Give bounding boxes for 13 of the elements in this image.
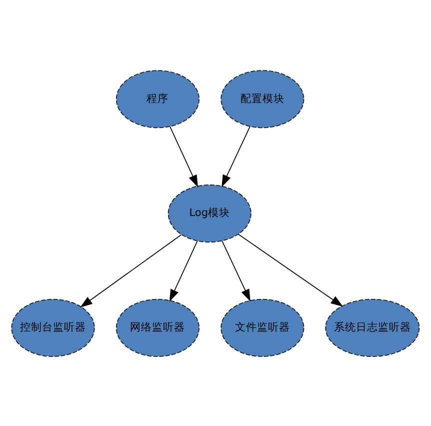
node-ellipse: Log模块 [168,184,252,242]
arrow [222,125,250,187]
node-ellipse: 程序 [116,70,200,128]
arrow [222,240,250,302]
node-ellipse: 配置模块 [220,70,304,128]
arrow [169,240,198,302]
node-ellipse: 控制台监听器 [11,298,95,356]
node-ellipse: 文件监听器 [220,298,304,356]
node-ellipse: 系统日志监听器 [325,298,420,356]
arrow [170,126,198,187]
arrow [80,234,182,308]
node-ellipse: 网络监听器 [116,298,200,356]
arrow [238,233,344,306]
